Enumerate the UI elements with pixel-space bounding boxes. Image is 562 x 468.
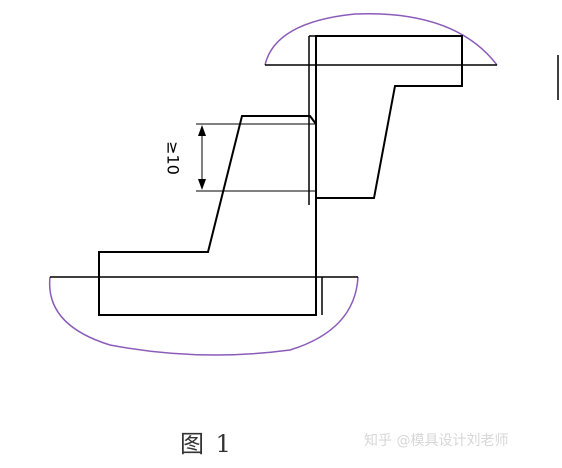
- watermark-text: 知乎 @模具设计刘老师: [364, 433, 509, 449]
- figure-caption: 图 1: [180, 430, 233, 458]
- dimension-label: ≥10: [164, 141, 183, 175]
- upper-die-outline: [315, 35, 463, 199]
- dimension-arrow-bottom: [198, 179, 206, 190]
- dimension-arrow-top: [198, 125, 206, 136]
- lower-contour-arc: [48, 276, 359, 356]
- lower-die-outline: [98, 115, 317, 316]
- upper-contour-arc: [264, 12, 498, 66]
